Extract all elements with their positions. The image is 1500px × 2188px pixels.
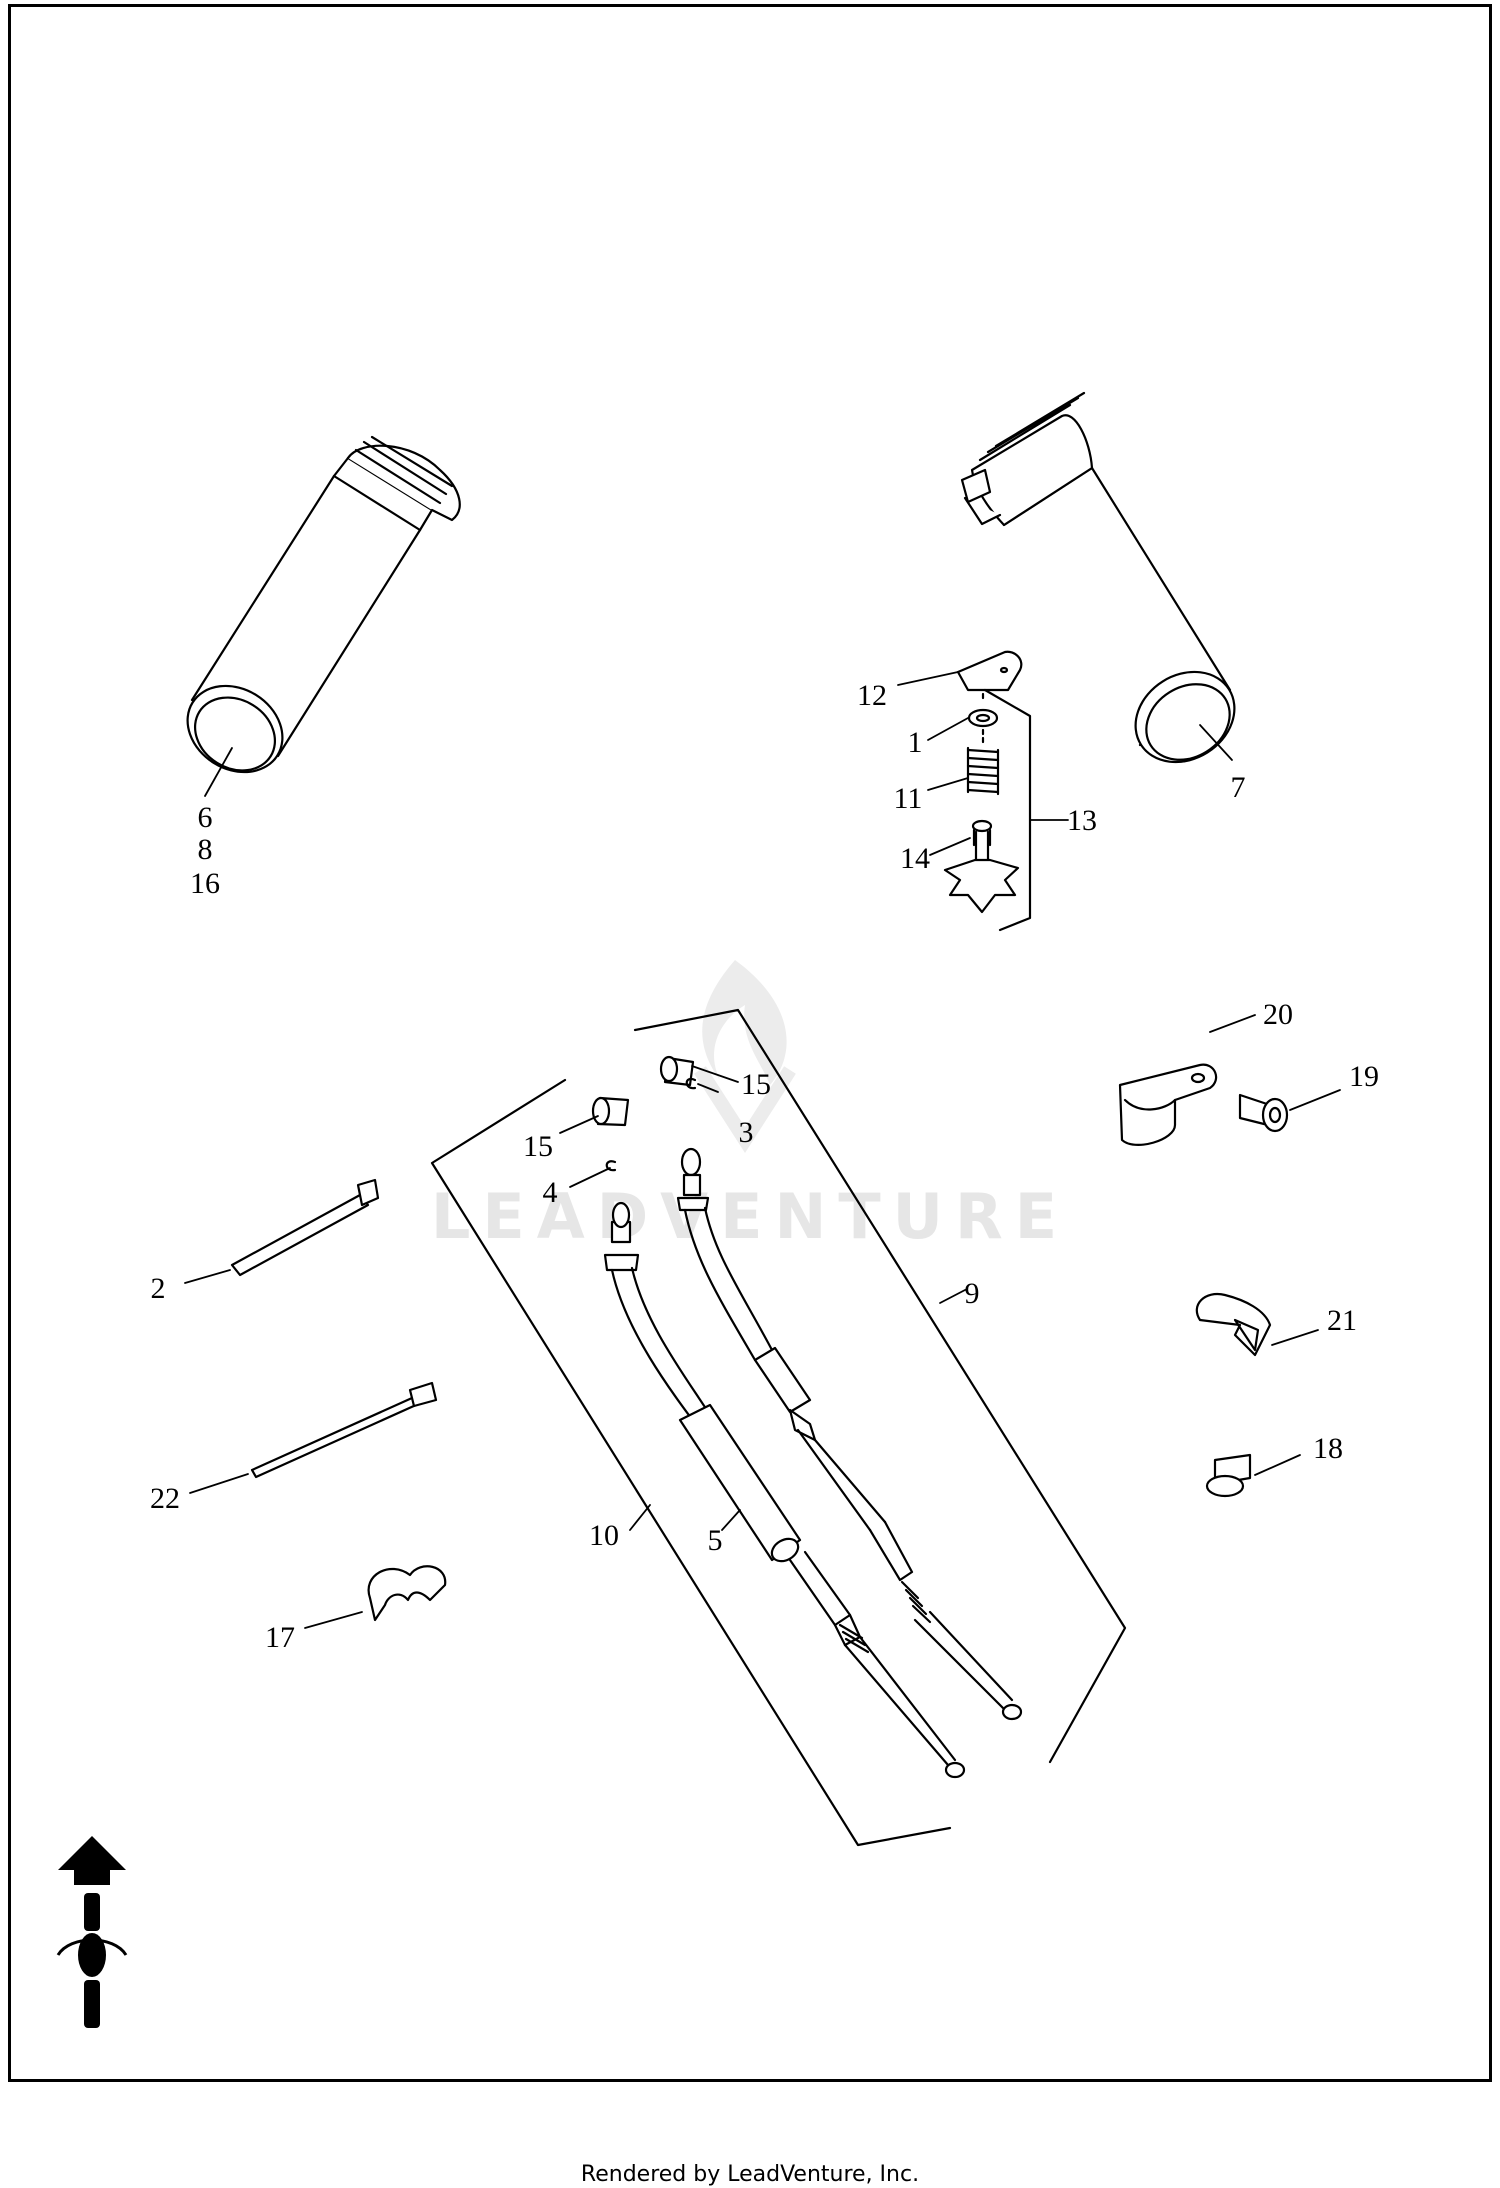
part-2-cable-tie [230,1178,380,1277]
part-1-washer [967,708,999,728]
part-9-bracket [430,1008,1127,1847]
part-14-plunger [943,819,1020,914]
part-4-clip [605,1160,617,1172]
callout-17: 17 [265,1621,295,1654]
callout-13: 13 [1067,804,1097,837]
watermark-text: LEADVENTURE [431,1180,1069,1253]
part-21-clip [1195,1292,1272,1357]
callout-8: 8 [198,833,213,866]
left-hand-grip [186,435,461,774]
callout-5: 5 [708,1524,723,1557]
part-18-bolt [1205,1453,1252,1498]
part-9-idle-cable [676,1147,1023,1721]
callout-14: 14 [900,842,930,875]
callout-2: 2 [151,1272,166,1305]
callout-11: 11 [894,782,923,815]
callout-18: 18 [1313,1432,1343,1465]
watermark-v-icon [694,1066,796,1153]
callout-10: 10 [589,1519,619,1552]
callout-9: 9 [965,1277,980,1310]
callout-15-lower: 15 [523,1130,553,1163]
part-15-ferrule-b [591,1096,630,1127]
callout-16: 16 [190,867,220,900]
footer-credit: Rendered by LeadVenture, Inc. [580,2162,920,2187]
callout-labels: 6 8 16 7 12 1 11 13 14 20 19 15 15 3 4 9… [150,679,1379,1654]
callout-20: 20 [1263,998,1293,1031]
callout-12: 12 [857,679,887,712]
part-20-clamp [1118,1063,1218,1146]
part-10-throttle-cable [603,1201,966,1779]
callout-6: 6 [198,801,213,834]
part-15-ferrule-a [659,1055,695,1087]
throttle-cam-assembly [943,650,1032,932]
callout-19: 19 [1349,1060,1379,1093]
part-12-clip [956,650,1023,692]
callout-4: 4 [543,1176,558,1209]
callout-7: 7 [1231,771,1246,804]
diagram-frame [8,4,1492,2082]
part-19-screw [1238,1093,1289,1133]
callout-15-upper: 15 [741,1068,771,1101]
watermark: LEADVENTURE [431,960,1069,1253]
leader-lines [184,671,1341,1629]
direction-arrow-icon [58,1836,126,1885]
part-3-clip [685,1077,697,1090]
part-13-bracket [983,688,1032,932]
part-17-clip [367,1565,447,1622]
callout-21: 21 [1327,1304,1357,1337]
callout-22: 22 [150,1482,180,1515]
right-hand-grip [960,391,1236,764]
callout-1: 1 [908,726,923,759]
motorcycle-top-view-icon [56,1893,128,2028]
callout-3: 3 [739,1116,754,1149]
part-22-cable-tie [250,1381,438,1479]
part-11-spring [966,746,1000,796]
direction-indicator [56,1836,128,2028]
